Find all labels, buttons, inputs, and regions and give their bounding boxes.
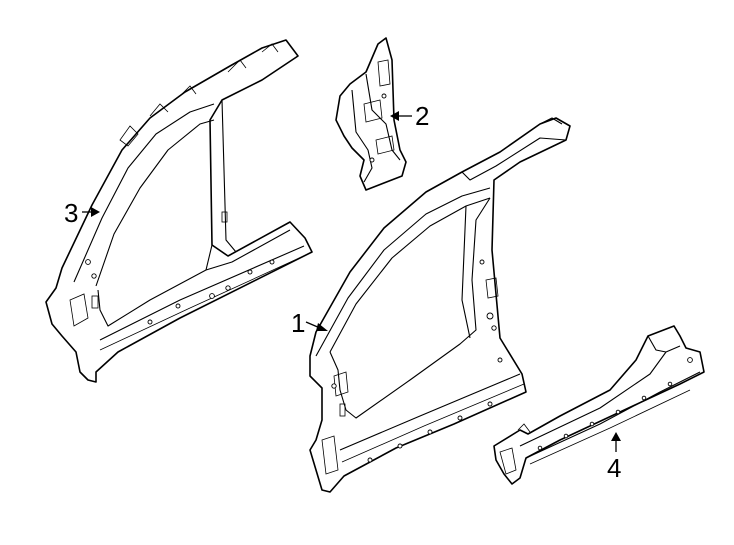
callout-number-2: 2 — [415, 101, 430, 131]
leader-line-3 — [82, 207, 100, 217]
leader-line-2 — [390, 111, 412, 121]
part-1-outer-body-side — [309, 117, 571, 493]
part-3-inner-pillar-panel — [45, 39, 313, 383]
part-4-rocker-panel — [493, 325, 705, 485]
part-2-pillar-reinforcement — [335, 37, 407, 191]
callout-number-3: 3 — [64, 198, 79, 228]
callout-number-4: 4 — [607, 453, 622, 483]
leader-line-1 — [305, 321, 328, 331]
callout-number-1: 1 — [291, 308, 306, 338]
leader-line-4 — [611, 432, 621, 452]
